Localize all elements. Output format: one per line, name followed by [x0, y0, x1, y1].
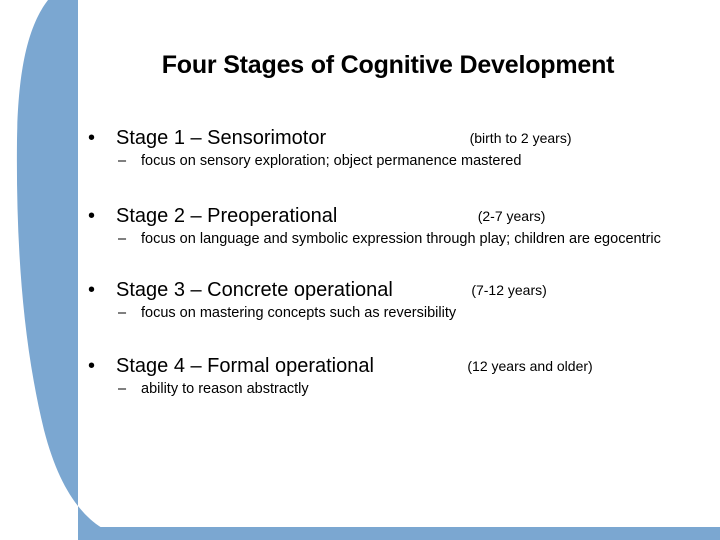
bullet-icon: •: [88, 355, 96, 377]
list-item: • Stage 4 – Formal operational (12 years…: [78, 354, 714, 398]
sub-bullet-icon: –: [118, 381, 127, 397]
stage-age-2: (2-7 years): [477, 208, 546, 224]
stage-detail-row-2: – focus on language and symbolic express…: [78, 231, 714, 248]
stage-detail-3: focus on mastering concepts such as reve…: [141, 305, 457, 321]
stage-detail-row-1: – focus on sensory exploration; object p…: [78, 153, 714, 170]
bullet-icon: •: [88, 279, 96, 301]
sub-bullet-icon: –: [118, 153, 127, 169]
bullet-icon: •: [88, 205, 96, 227]
page-title: Four Stages of Cognitive Development: [161, 51, 615, 79]
stage-heading-2: • Stage 2 – Preoperational (2-7 years): [78, 204, 714, 228]
list-item: • Stage 3 – Concrete operational (7-12 y…: [78, 278, 714, 322]
stage-label-4: Stage 4 – Formal operational: [116, 355, 374, 377]
content-body: • Stage 1 – Sensorimotor (birth to 2 yea…: [78, 120, 714, 398]
bullet-icon: •: [88, 127, 96, 149]
stage-detail-row-3: – focus on mastering concepts such as re…: [78, 305, 714, 322]
sub-bullet-icon: –: [118, 231, 127, 247]
list-item: • Stage 1 – Sensorimotor (birth to 2 yea…: [78, 126, 714, 170]
accent-connector: [78, 527, 138, 540]
stage-heading-3: • Stage 3 – Concrete operational (7-12 y…: [78, 278, 714, 302]
stage-heading-1: • Stage 1 – Sensorimotor (birth to 2 yea…: [78, 126, 714, 150]
list-item: • Stage 2 – Preoperational (2-7 years) –…: [78, 204, 714, 248]
sub-bullet-icon: –: [118, 305, 127, 321]
bottom-accent-band: [120, 527, 720, 540]
stage-age-1: (birth to 2 years): [469, 130, 572, 146]
stage-detail-4: ability to reason abstractly: [141, 381, 309, 397]
stage-heading-4: • Stage 4 – Formal operational (12 years…: [78, 354, 714, 378]
stage-label-3: Stage 3 – Concrete operational: [116, 279, 393, 301]
stage-detail-row-4: – ability to reason abstractly: [78, 381, 714, 398]
stage-age-3: (7-12 years): [471, 282, 547, 298]
stage-detail-2: focus on language and symbolic expressio…: [141, 231, 661, 247]
stage-label-2: Stage 2 – Preoperational: [116, 205, 338, 227]
stage-age-4: (12 years and older): [467, 358, 593, 374]
stage-detail-1: focus on sensory exploration; object per…: [141, 153, 522, 169]
stage-label-1: Stage 1 – Sensorimotor: [116, 127, 327, 149]
